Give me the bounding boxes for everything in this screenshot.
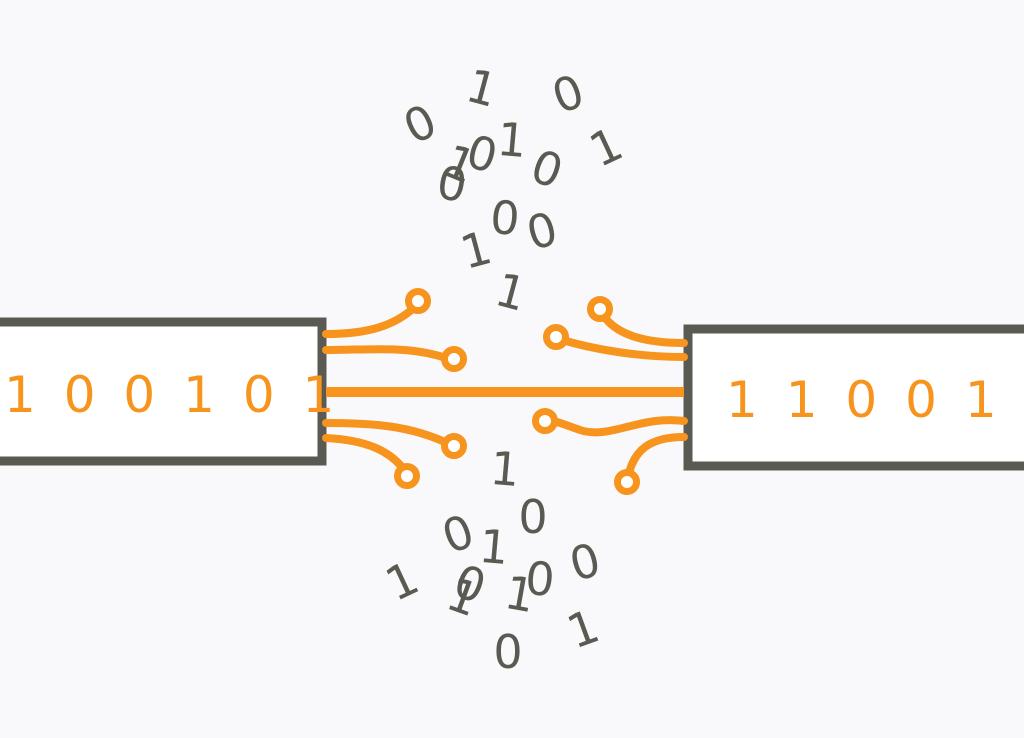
bottom-digit-3: 1 — [477, 519, 511, 575]
right-wire-4 — [624, 433, 688, 482]
bottom-digit-11: 1 — [501, 565, 539, 623]
top-digit-6: 1 — [495, 112, 529, 168]
bottom-digit-7: 0 — [523, 551, 557, 607]
bottom-digit-0: 1 — [488, 441, 522, 497]
bottom-digit-8: 0 — [493, 625, 522, 679]
top-digit-1: 0 — [545, 64, 591, 125]
left-box-bits: 1 0 0 1 0 1 — [4, 366, 340, 424]
right-wire-3-node — [532, 408, 558, 434]
top-digit-3: 1 — [581, 116, 630, 177]
right-wire-4-node — [614, 469, 640, 495]
left-wire-3-node — [441, 433, 467, 459]
left-wire-1 — [322, 303, 419, 338]
right-box-bits: 1 1 0 0 1 1 1 — [726, 371, 1024, 429]
bottom-digit-9: 1 — [560, 599, 606, 660]
right-data-box — [683, 324, 1024, 471]
left-wire-2-node — [441, 346, 467, 372]
top-digit-0: 1 — [461, 58, 503, 118]
right-wire-2-node — [543, 324, 569, 350]
top-digit-11: 0 — [521, 201, 563, 261]
bottom-digit-2: 0 — [518, 490, 547, 544]
left-wire-4-node — [394, 463, 420, 489]
left-wire-1-node — [405, 288, 431, 314]
left-wire-2 — [322, 345, 453, 363]
right-wire-1-node — [587, 296, 613, 322]
left-data-box — [0, 317, 327, 466]
top-digit-2: 0 — [395, 93, 444, 154]
right-wire-1 — [599, 311, 688, 347]
top-digit-7: 0 — [524, 139, 570, 200]
right-wire-3 — [544, 416, 688, 437]
left-wire-4 — [322, 434, 409, 475]
top-digit-10: 0 — [488, 190, 522, 246]
bottom-digit-1: 0 — [435, 504, 481, 565]
bottom-digit-5: 1 — [377, 550, 426, 611]
bottom-digit-4: 0 — [564, 532, 606, 592]
top-digit-8: 0 — [433, 155, 471, 213]
right-wire-2 — [555, 335, 688, 361]
left-wire-3 — [322, 419, 453, 448]
